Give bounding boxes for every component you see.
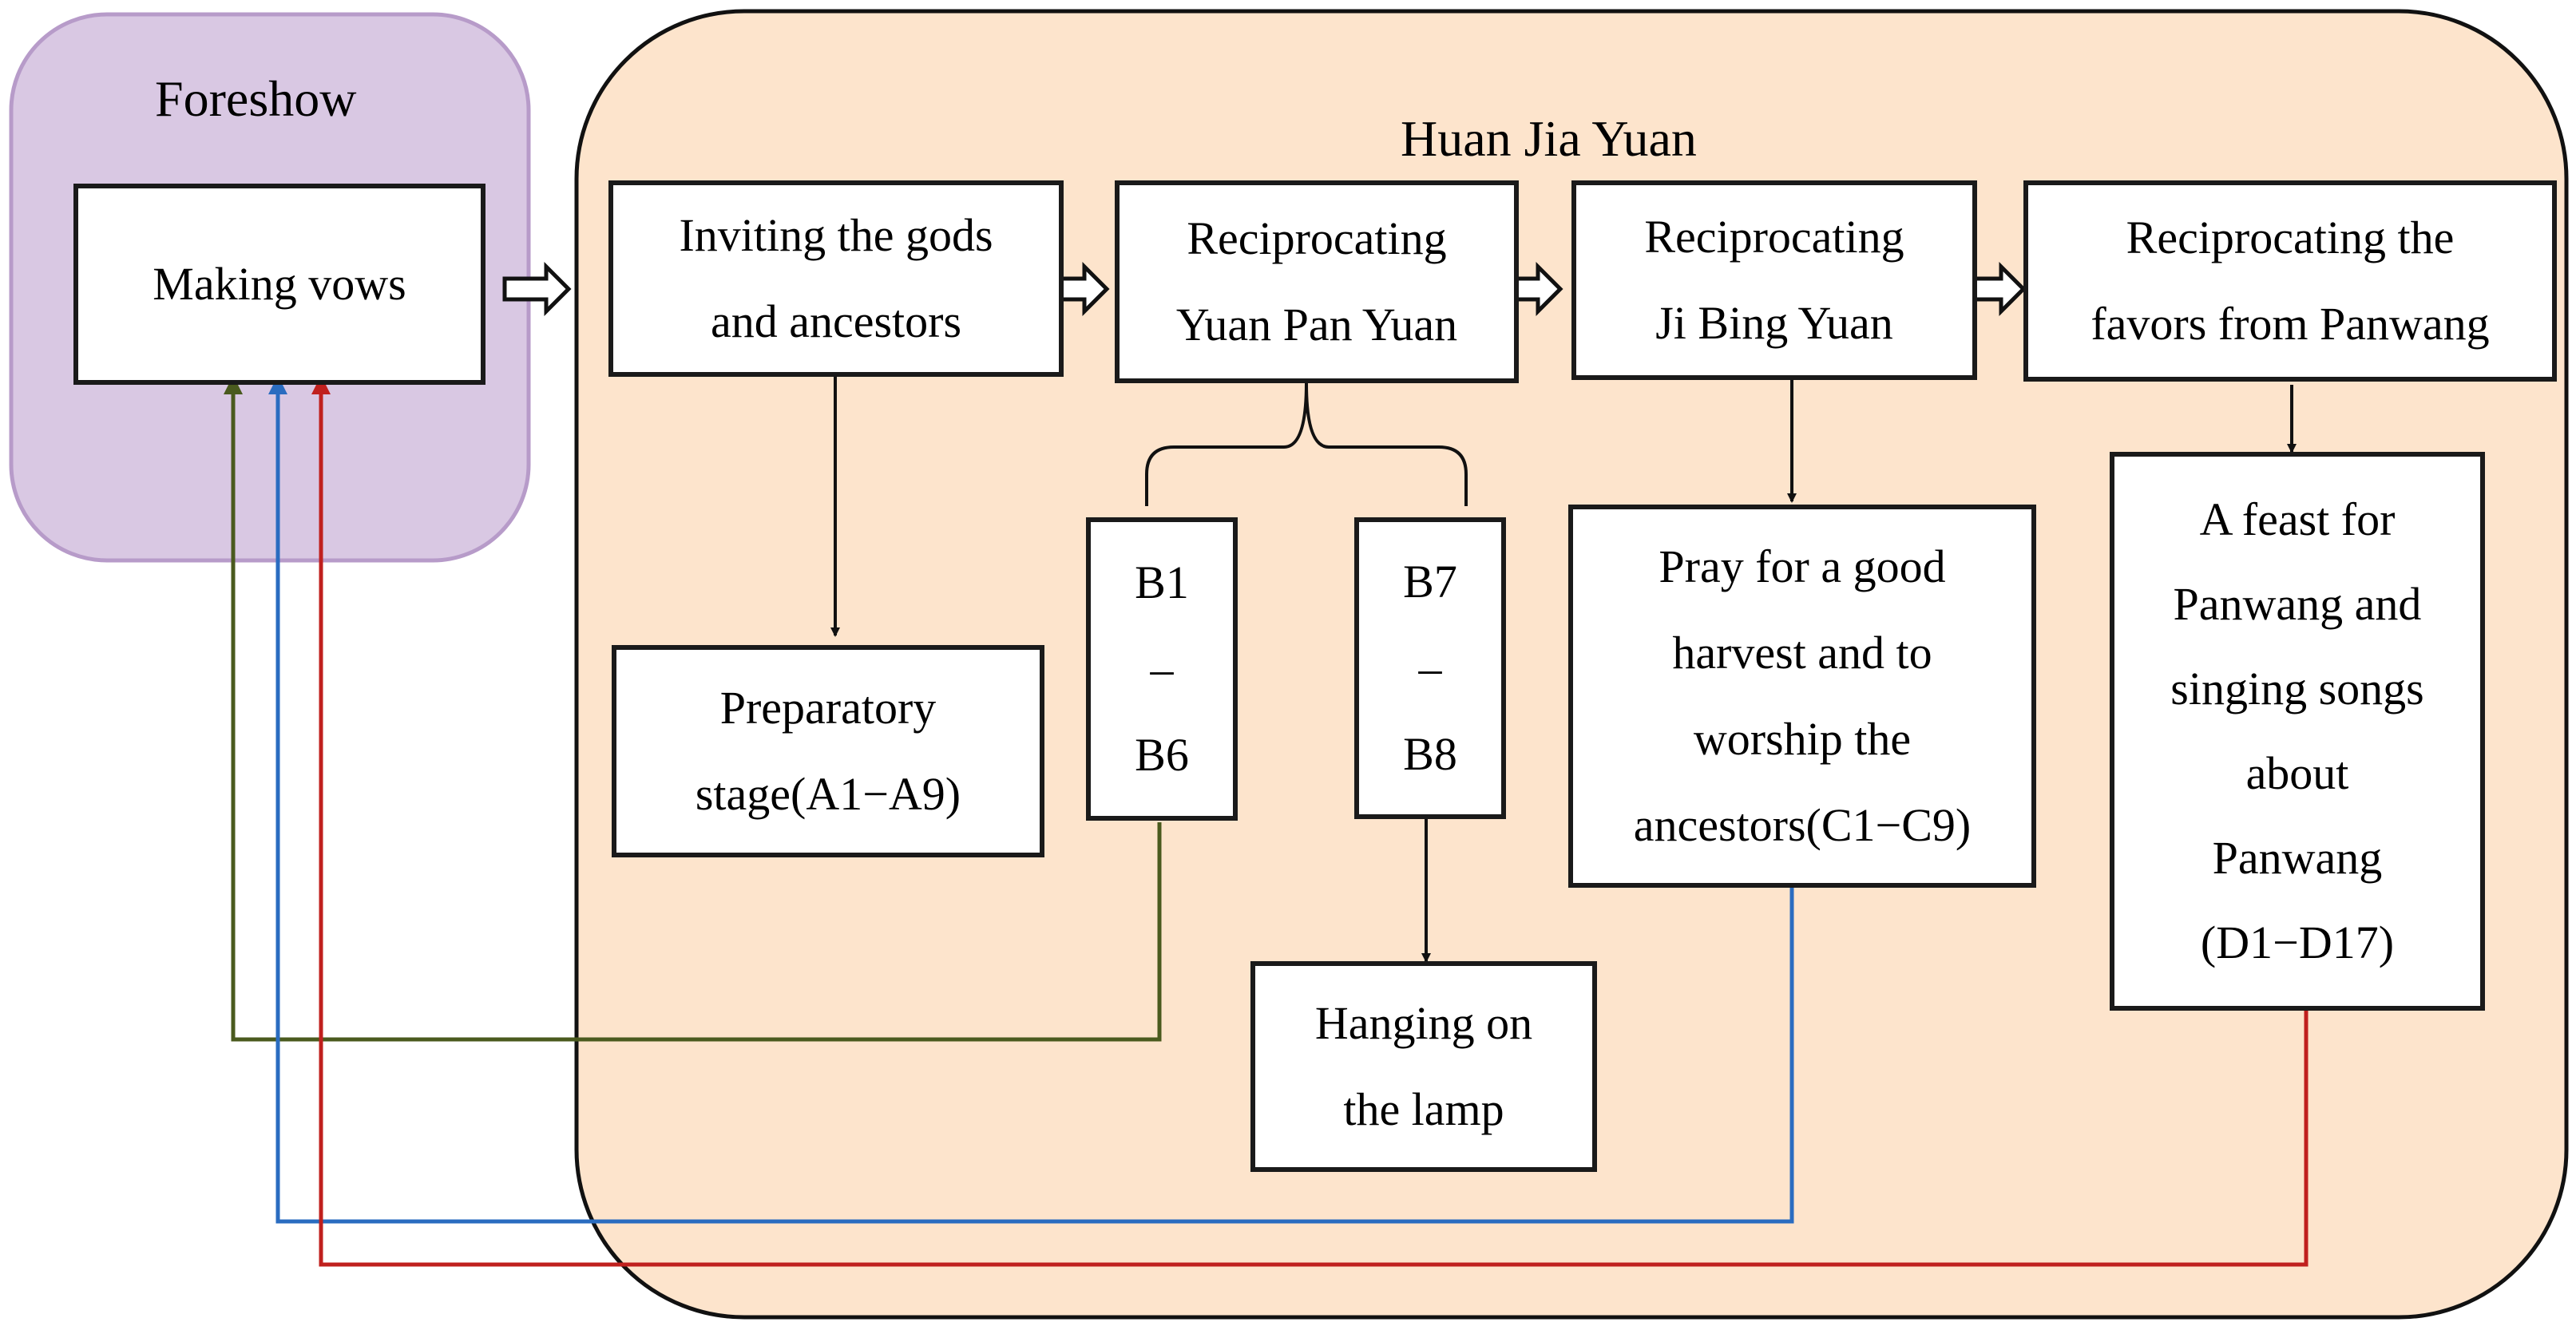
preparatory-stage-label: Preparatory stage(A1−A9) (695, 682, 961, 820)
b7-b8-label: B7 – B8 (1403, 556, 1457, 780)
red-feedback-line (311, 375, 2308, 1267)
preparatory-stage-box: Preparatory stage(A1−A9) (612, 645, 1044, 857)
step-panwang-label: Reciprocating the favors from Panwang (2091, 212, 2490, 350)
feast-panwang-label: A feast for Panwang and singing songs ab… (2170, 493, 2424, 968)
step-inviting-label: Inviting the gods and ancestors (679, 209, 993, 347)
b7-b8-box: B7 – B8 (1354, 517, 1506, 819)
hanging-lamp-box: Hanging on the lamp (1250, 961, 1597, 1172)
step-yuanpan-label: Reciprocating Yuan Pan Yuan (1175, 212, 1458, 350)
hanging-lamp-label: Hanging on the lamp (1314, 997, 1533, 1135)
making-vows-label: Making vows (153, 258, 406, 310)
feast-panwang-box: A feast for Panwang and singing songs ab… (2110, 452, 2485, 1011)
brace-yuanpan (1145, 382, 1468, 506)
black-connectors (830, 375, 2297, 963)
step-jibing-box: Reciprocating Ji Bing Yuan (1571, 180, 1977, 380)
making-vows-box: Making vows (73, 184, 485, 385)
b1-b6-label: B1 – B6 (1135, 556, 1189, 781)
step-inviting-box: Inviting the gods and ancestors (608, 180, 1064, 377)
step-yuanpan-box: Reciprocating Yuan Pan Yuan (1115, 180, 1519, 383)
block-arrow-1 (502, 261, 572, 317)
step-jibing-label: Reciprocating Ji Bing Yuan (1644, 211, 1904, 349)
pray-harvest-label: Pray for a good harvest and to worship t… (1633, 540, 1972, 851)
pray-harvest-box: Pray for a good harvest and to worship t… (1568, 505, 2036, 888)
huan-jia-yuan-title: Huan Jia Yuan (1401, 110, 1697, 167)
b1-b6-box: B1 – B6 (1086, 517, 1238, 821)
foreshow-title: Foreshow (155, 70, 357, 127)
blue-feedback-line (268, 375, 1794, 1224)
green-feedback-line (224, 375, 1162, 1042)
step-panwang-box: Reciprocating the favors from Panwang (2023, 180, 2557, 382)
